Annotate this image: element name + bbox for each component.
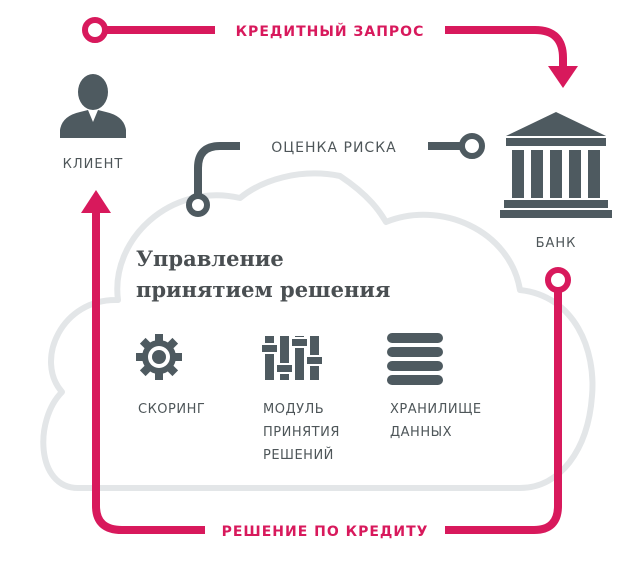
client-person-icon [60,74,126,138]
database-icon [387,333,443,385]
bank-label: БАНК [536,236,577,251]
cloud-title-line-1: Управление [136,246,284,271]
decision-cloud [40,170,596,491]
credit-request-arrowhead [548,66,578,88]
component-decision-module-line-3: РЕШЕНИЙ [263,447,334,463]
credit-decision-line-left [92,210,205,534]
risk-assessment-dot-right [459,133,485,159]
risk-assessment-line-left [194,142,240,196]
component-scoring-label: СКОРИНГ [138,402,205,417]
bank-building-icon [500,112,612,218]
gear-icon [136,334,182,380]
component-data-warehouse-line-1: ХРАНИЛИЩЕ [390,402,482,417]
credit-request-line-right [445,26,567,68]
component-decision-module-line-2: ПРИНЯТИЯ [263,425,340,440]
sliders-icon [260,336,324,380]
credit-request-start-dot [82,17,108,43]
risk-assessment-label: ОЦЕНКА РИСКА [271,140,396,156]
component-data-warehouse-line-2: ДАННЫХ [390,425,452,440]
risk-assessment-dot-left [186,193,210,217]
credit-decision-start-dot [545,267,571,293]
cloud-title-line-2: принятием решения [136,277,390,302]
component-decision-module-line-1: МОДУЛЬ [263,402,324,417]
credit-request-label: КРЕДИТНЫЙ ЗАПРОС [236,23,425,40]
credit-decision-line-right [445,291,562,534]
client-label: КЛИЕНТ [63,157,124,172]
credit-decision-arrowhead [81,190,111,213]
credit-decision-label: РЕШЕНИЕ ПО КРЕДИТУ [222,524,429,540]
